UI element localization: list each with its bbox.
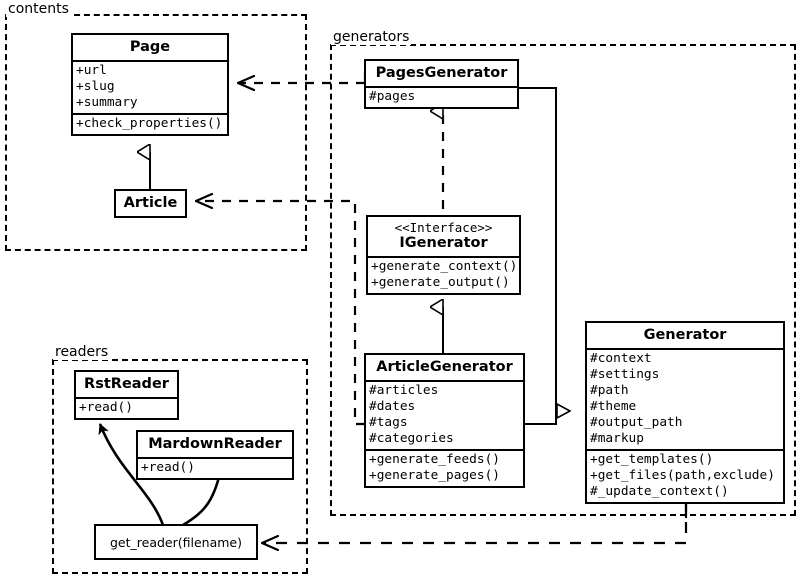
- class-igenerator-operations: +generate_context() +generate_output(): [368, 256, 519, 293]
- package-contents-label: contents: [6, 1, 71, 17]
- class-page-operations: +check_properties(): [73, 113, 227, 134]
- class-page-operation: +check_properties(): [76, 116, 223, 131]
- package-readers-label: readers: [53, 344, 111, 360]
- class-pagesgenerator[interactable]: PagesGenerator #pages: [364, 59, 519, 109]
- class-igenerator-operation: +generate_output(): [371, 275, 510, 290]
- class-page-attribute: +url: [76, 63, 107, 78]
- package-generators: [330, 44, 796, 516]
- class-articlegenerator-attributes: #articles #dates #tags #categories: [366, 380, 523, 449]
- class-rstreader-operation: +read(): [79, 400, 133, 415]
- class-generator-attributes: #context #settings #path #theme #output_…: [587, 348, 783, 449]
- class-generator-operation: +get_files(path,exclude): [590, 468, 775, 483]
- class-mardownreader-operations: +read(): [138, 457, 292, 478]
- class-mardownreader-title: MardownReader: [148, 436, 282, 452]
- class-generator-attribute: #settings: [590, 367, 660, 382]
- class-articlegenerator-operation: +generate_feeds(): [369, 452, 500, 467]
- class-articlegenerator-attribute: #articles: [369, 383, 439, 398]
- class-pagesgenerator-attribute: #pages: [369, 89, 416, 104]
- class-articlegenerator-operation: +generate_pages(): [369, 468, 500, 483]
- class-articlegenerator-title: ArticleGenerator: [376, 359, 513, 375]
- class-articlegenerator-attribute: #dates: [369, 399, 416, 414]
- class-page-attribute: +summary: [76, 95, 138, 110]
- class-generator-operation: +get_templates(): [590, 452, 714, 467]
- class-rstreader-operations: +read(): [76, 397, 177, 418]
- class-pagesgenerator-title: PagesGenerator: [375, 65, 508, 81]
- class-rstreader-title: RstReader: [84, 376, 169, 392]
- class-generator-operations: +get_templates() +get_files(path,exclude…: [587, 449, 783, 502]
- class-mardownreader-operation: +read(): [141, 460, 195, 475]
- class-igenerator-operation: +generate_context(): [371, 259, 518, 274]
- class-generator-attribute: #context: [590, 351, 652, 366]
- class-page-attribute: +slug: [76, 79, 115, 94]
- class-articlegenerator[interactable]: ArticleGenerator #articles #dates #tags …: [364, 353, 525, 488]
- class-pagesgenerator-attributes: #pages: [366, 86, 517, 107]
- class-generator-attribute: #output_path: [590, 415, 683, 430]
- class-generator-attribute: #theme: [590, 399, 637, 414]
- class-rstreader[interactable]: RstReader +read(): [74, 370, 179, 420]
- class-articlegenerator-operations: +generate_feeds() +generate_pages(): [366, 449, 523, 486]
- class-article-title: Article: [123, 195, 178, 211]
- class-mardownreader[interactable]: MardownReader +read(): [136, 430, 294, 480]
- class-articlegenerator-attribute: #categories: [369, 431, 454, 446]
- class-page[interactable]: Page +url +slug +summary +check_properti…: [71, 33, 229, 136]
- class-articlegenerator-attribute: #tags: [369, 415, 408, 430]
- class-generator-attribute: #path: [590, 383, 629, 398]
- class-article[interactable]: Article: [114, 189, 187, 218]
- class-page-title: Page: [129, 39, 171, 55]
- class-igenerator-stereotype: <<Interface>>: [394, 220, 493, 235]
- class-igenerator[interactable]: <<Interface>> IGenerator +generate_conte…: [366, 215, 521, 295]
- function-get-reader[interactable]: get_reader(filename): [94, 524, 258, 560]
- class-generator-operation: #_update_context(): [590, 484, 729, 499]
- class-igenerator-title: IGenerator: [399, 235, 488, 251]
- class-page-attributes: +url +slug +summary: [73, 60, 227, 113]
- package-readers: [52, 359, 308, 574]
- package-contents: [5, 14, 307, 251]
- class-generator[interactable]: Generator #context #settings #path #them…: [585, 321, 785, 504]
- package-generators-label: generators: [331, 29, 412, 45]
- class-generator-title: Generator: [643, 327, 727, 343]
- class-generator-attribute: #markup: [590, 431, 644, 446]
- function-get-reader-label: get_reader(filename): [110, 534, 242, 550]
